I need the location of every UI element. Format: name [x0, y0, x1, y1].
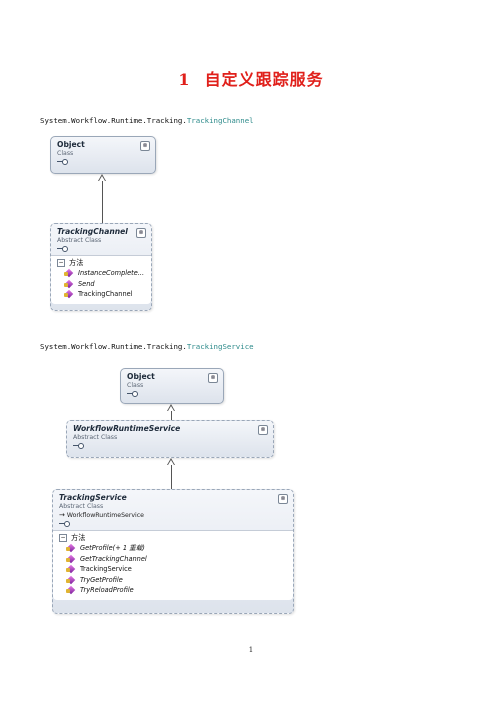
interface-lollipop-icon [57, 246, 69, 252]
class-name: TrackingService [59, 493, 127, 502]
collapse-minus-icon[interactable]: − [59, 534, 67, 542]
class-kind: Class [57, 150, 74, 157]
interface-lollipop-icon [57, 159, 69, 165]
section-heading: 1 自定义跟踪服务 [0, 66, 502, 90]
protected-method-icon [66, 544, 76, 552]
interface-lollipop-icon [73, 443, 85, 449]
members-compartment: −方法 GetProfile(+ 1 重载) GetTrackingChanne… [53, 530, 293, 600]
class-kind: Class [127, 382, 144, 389]
namespace-class-link[interactable]: TrackingChannel [186, 116, 254, 125]
collapse-toggle-icon[interactable]: ⊗ [136, 228, 146, 238]
method-item[interactable]: GetProfile(+ 1 重载) [59, 543, 287, 554]
class-name: Object [57, 140, 85, 149]
protected-method-icon [64, 280, 74, 288]
inheritance-arrow-icon [167, 404, 175, 411]
namespace-class-link[interactable]: TrackingService [186, 342, 254, 351]
class-kind: Abstract Class [59, 503, 104, 510]
class-name: Object [127, 372, 155, 381]
inheritance-line [171, 465, 172, 489]
protected-method-icon [66, 555, 76, 563]
protected-method-icon [66, 586, 76, 594]
protected-method-icon [66, 576, 76, 584]
inheritance-line [102, 181, 103, 223]
section-number: 1 [178, 70, 191, 89]
page-number: 1 [248, 646, 254, 654]
protected-method-icon [66, 565, 76, 573]
namespace-line-2: System.Workflow.Runtime.Tracking.Trackin… [40, 342, 254, 351]
protected-method-icon [64, 290, 74, 298]
expand-toggle-icon[interactable]: ⊗ [208, 373, 218, 383]
class-box-workflowruntimeservice: WorkflowRuntimeService Abstract Class ⊗ [66, 420, 274, 458]
class-name: WorkflowRuntimeService [73, 424, 181, 433]
inheritance-arrow-icon [98, 174, 106, 181]
namespace-prefix: System.Workflow.Runtime.Tracking. [40, 116, 187, 125]
protected-method-icon [64, 269, 74, 277]
class-box-trackingservice: TrackingService Abstract Class → Workflo… [52, 489, 294, 614]
interface-lollipop-icon [127, 391, 139, 397]
members-compartment: −方法 InstanceComplete... Send TrackingCha… [51, 255, 151, 304]
method-item[interactable]: GetTrackingChannel [59, 554, 287, 565]
class-name: TrackingChannel [57, 227, 128, 236]
methods-section-header[interactable]: −方法 [57, 258, 84, 267]
method-item[interactable]: InstanceComplete... [57, 268, 145, 279]
method-item[interactable]: TrackingChannel [57, 289, 145, 300]
method-item[interactable]: Send [57, 279, 145, 290]
expand-toggle-icon[interactable]: ⊗ [140, 141, 150, 151]
section-title: 自定义跟踪服务 [204, 70, 324, 89]
class-box-object-2: Object Class ⊗ [120, 368, 224, 404]
namespace-line-1: System.Workflow.Runtime.Tracking.Trackin… [40, 116, 254, 125]
base-class-ref: → WorkflowRuntimeService [59, 511, 144, 519]
class-box-trackingchannel: TrackingChannel Abstract Class ⊗ −方法 Ins… [50, 223, 152, 311]
collapse-minus-icon[interactable]: − [57, 259, 65, 267]
expand-toggle-icon[interactable]: ⊗ [258, 425, 268, 435]
method-item[interactable]: TryReloadProfile [59, 585, 287, 596]
namespace-prefix: System.Workflow.Runtime.Tracking. [40, 342, 187, 351]
method-item[interactable]: TrackingService [59, 564, 287, 575]
class-kind: Abstract Class [57, 237, 102, 244]
collapse-toggle-icon[interactable]: ⊗ [278, 494, 288, 504]
method-item[interactable]: TryGetProfile [59, 575, 287, 586]
methods-section-header[interactable]: −方法 [59, 533, 86, 542]
inheritance-line [171, 411, 172, 420]
class-box-object-1: Object Class ⊗ [50, 136, 156, 174]
class-kind: Abstract Class [73, 434, 118, 441]
inheritance-arrow-icon [167, 458, 175, 465]
interface-lollipop-icon [59, 521, 71, 527]
